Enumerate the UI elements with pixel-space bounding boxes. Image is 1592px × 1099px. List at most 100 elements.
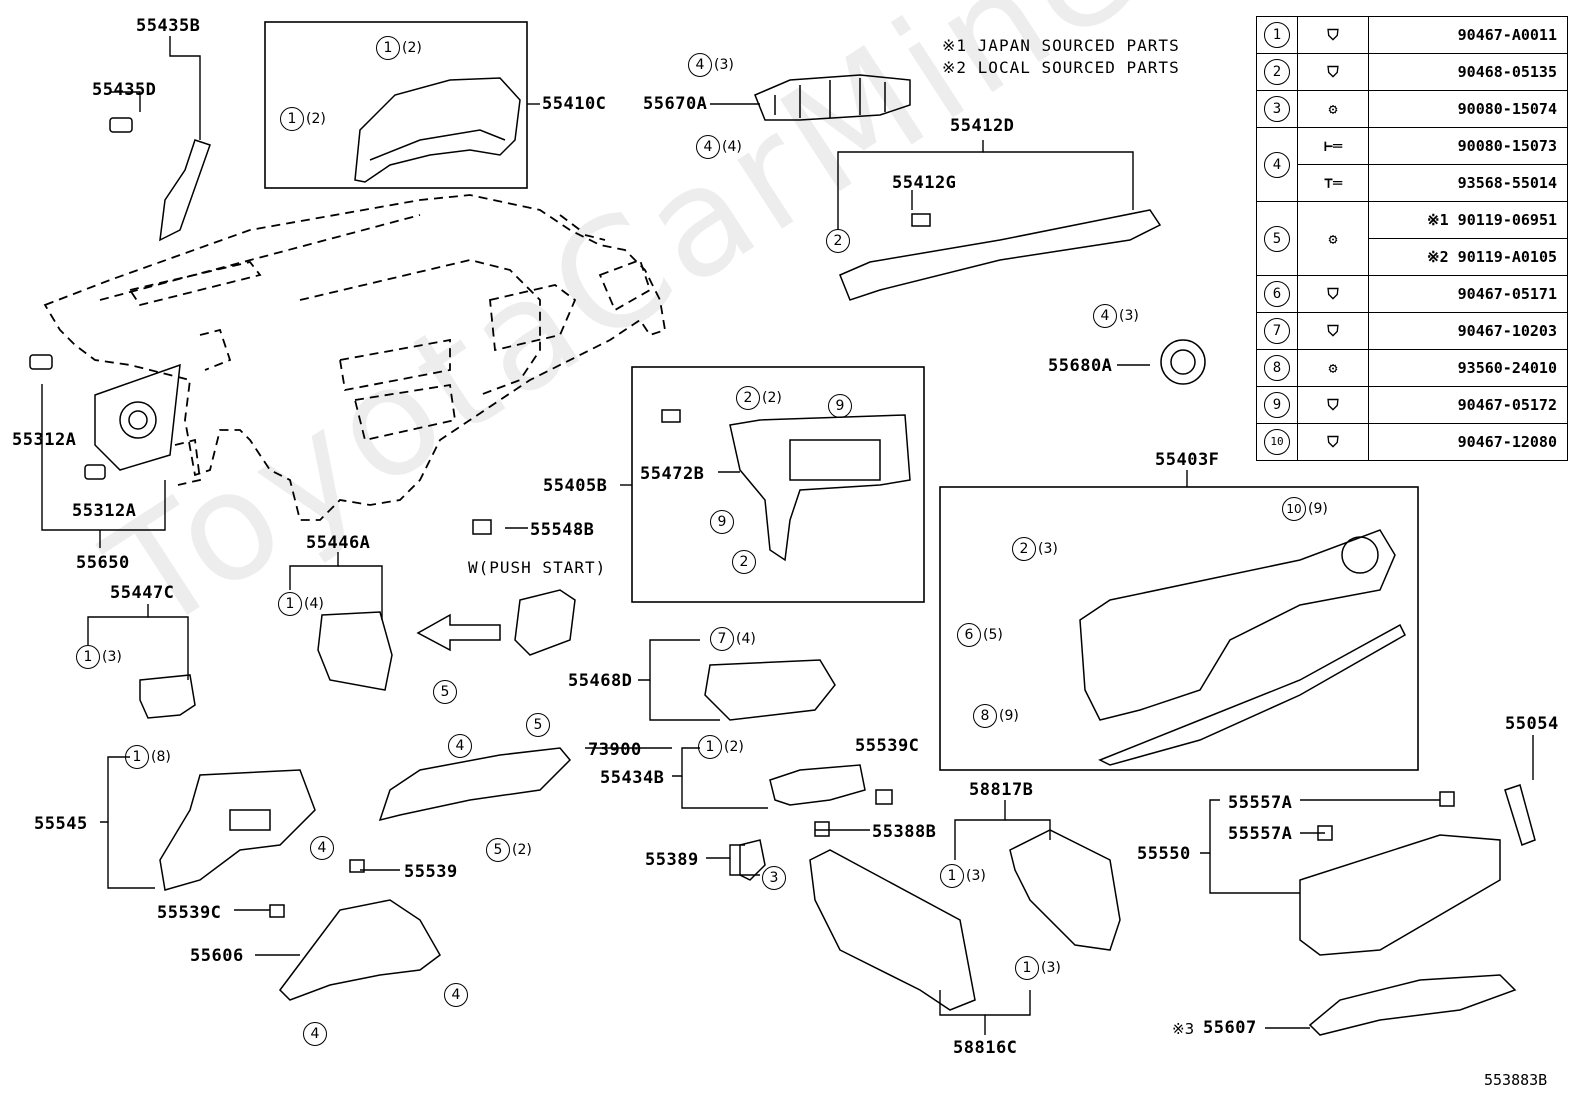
label-push-start: W(PUSH START): [468, 558, 607, 577]
legend-row: 2⛉90468-05135: [1256, 53, 1568, 91]
callout-number: 2: [826, 229, 850, 253]
callout-1-3-c: 1(3): [1015, 956, 1061, 980]
leader-lines: [41, 36, 1534, 1035]
clip-icon: ⛉: [1297, 423, 1369, 461]
label-55472B: 55472B: [640, 464, 705, 484]
callout-qty: (3): [1038, 541, 1058, 557]
legend-part-number: 90467-12080: [1368, 423, 1568, 461]
callout-number: 4: [310, 836, 334, 860]
label-55539: 55539: [404, 862, 458, 882]
callout-qty: (4): [722, 139, 742, 155]
legend-row: 4⊢═90080-15073: [1256, 127, 1568, 202]
label-55435D: 55435D: [92, 80, 157, 100]
callout-qty: (8): [151, 749, 171, 765]
label-55606: 55606: [190, 946, 244, 966]
label-55650: 55650: [76, 553, 130, 573]
legend-row: 9⛉90467-05172: [1256, 386, 1568, 424]
legend-row: 1 ⛉90467-A0011: [1256, 16, 1568, 54]
screw-icon: ⚙: [1297, 90, 1369, 128]
callout-8-9: 8(9): [973, 704, 1019, 728]
label-58816C: 58816C: [953, 1038, 1018, 1058]
callout-number: 1: [1015, 956, 1039, 980]
callout-number: 1: [940, 864, 964, 888]
label-55410C: 55410C: [542, 94, 607, 114]
callout-number: 1: [76, 645, 100, 669]
legend-number: 5: [1264, 225, 1290, 252]
callout-number: 1: [376, 36, 400, 60]
legend-number: 8: [1264, 355, 1290, 381]
label-55388B: 55388B: [872, 822, 937, 842]
label-55607: 55607: [1203, 1018, 1257, 1038]
callout-2-3: 2(3): [1012, 537, 1058, 561]
callout-1-3-b: 1(3): [940, 864, 986, 888]
clip-icon: ⛉: [1297, 386, 1369, 424]
label-55434B: 55434B: [600, 768, 665, 788]
callout-4-d: 4: [303, 1022, 329, 1046]
label-55405B: 55405B: [543, 476, 608, 496]
callout-qty: (9): [999, 708, 1019, 724]
legend-row: 6⛉90467-05171: [1256, 275, 1568, 313]
label-55054: 55054: [1505, 714, 1559, 734]
callout-number: 3: [762, 866, 786, 890]
label-55312A-b: 55312A: [72, 501, 137, 521]
label-73900: 73900: [588, 740, 642, 760]
callout-number: 1: [698, 735, 722, 759]
legend-part-number: 90468-05135: [1368, 53, 1568, 91]
callout-1-2-top: 1(2): [376, 36, 422, 60]
callout-4-b: 4: [310, 836, 336, 860]
bolt-icon: ⊤═: [1297, 164, 1369, 202]
part-shapes: [29, 74, 1536, 1036]
callout-qty: (3): [1119, 308, 1139, 324]
legend-number: 9: [1264, 392, 1290, 418]
legend-row: 8⚙93560-24010: [1256, 349, 1568, 387]
label-58817B: 58817B: [969, 780, 1034, 800]
legend-row: 3⚙90080-15074: [1256, 90, 1568, 128]
note-local-sourced: ※2 LOCAL SOURCED PARTS: [942, 58, 1180, 77]
clip-icon: ⛉: [1297, 16, 1369, 54]
callout-10-9: 10(9): [1282, 497, 1328, 521]
label-55447C: 55447C: [110, 583, 175, 603]
callout-qty: (2): [512, 842, 532, 858]
legend-part-number: ※1 90119-06951: [1368, 201, 1568, 239]
callout-5-b: 5: [526, 713, 552, 737]
screw-icon: ⚙: [1297, 201, 1369, 276]
callout-number: 5: [526, 713, 550, 737]
callout-number: 2: [732, 550, 756, 574]
callout-number: 4: [688, 53, 712, 77]
label-55435B: 55435B: [136, 16, 201, 36]
legend-number: 2: [1264, 59, 1290, 85]
label-55389: 55389: [645, 850, 699, 870]
legend-part-number: 93560-24010: [1368, 349, 1568, 387]
label-55312A-a: 55312A: [12, 430, 77, 450]
legend-part-number: 90467-05171: [1368, 275, 1568, 313]
callout-1-2-left: 1(2): [280, 107, 326, 131]
callout-2-2: 2(2): [736, 386, 782, 410]
label-55468D: 55468D: [568, 671, 633, 691]
bolt-icon: ⊢═: [1297, 127, 1369, 165]
callout-number: 10: [1282, 497, 1306, 521]
legend-part-number: 90467-A0011: [1368, 16, 1568, 54]
label-55680A: 55680A: [1048, 356, 1113, 376]
legend-number: 3: [1264, 96, 1290, 122]
callout-qty: (4): [736, 631, 756, 647]
legend-part-number: 90080-15073: [1368, 127, 1568, 165]
callout-number: 2: [1012, 537, 1036, 561]
callout-number: 9: [828, 394, 852, 418]
callout-4-3-top: 4(3): [688, 53, 734, 77]
label-55412D: 55412D: [950, 116, 1015, 136]
callout-number: 9: [710, 510, 734, 534]
fastener-legend-table: 1⛉90467-A0011 2⛉90468-05135 3⚙90080-1507…: [1256, 16, 1568, 461]
callout-4-3-speaker: 4(3): [1093, 304, 1139, 328]
label-55557A-a: 55557A: [1228, 793, 1293, 813]
legend-row: 5 ⚙※1 90119-06951: [1256, 201, 1568, 276]
legend-number: 1: [1264, 22, 1290, 48]
callout-1-2-mid: 1(2): [698, 735, 744, 759]
legend-part-number: 93568-55014: [1368, 164, 1568, 202]
callout-number: 5: [486, 838, 510, 862]
callout-4-a: 4: [448, 734, 474, 758]
callout-qty: (3): [102, 649, 122, 665]
callout-2-b: 2: [732, 550, 758, 574]
callout-qty: (2): [724, 739, 744, 755]
note-japan-sourced: ※1 JAPAN SOURCED PARTS: [942, 36, 1180, 55]
